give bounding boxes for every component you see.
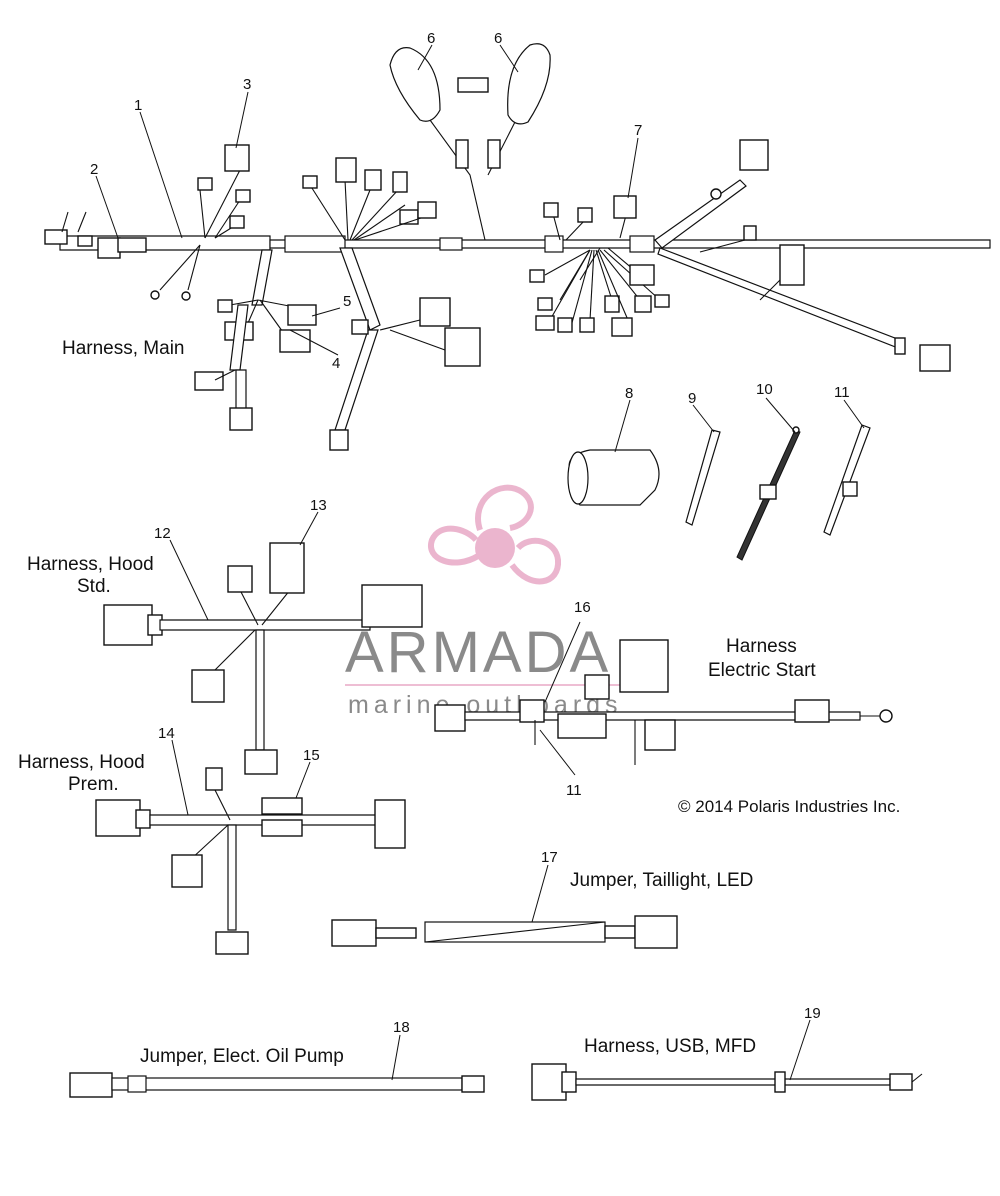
jumper-oil-pump-drawing (69, 1072, 485, 1098)
callout-6b: 6 (494, 30, 502, 47)
callout-19: 19 (804, 1005, 821, 1022)
harness-electric-start-drawing (434, 639, 893, 765)
part-11-drawing (823, 424, 871, 536)
label-harness-electric-start-line1: Harness (726, 636, 797, 657)
callout-7: 7 (634, 122, 642, 139)
watermark-brand: ARMADA (345, 620, 611, 685)
label-harness-hood-std-line1: Harness, Hood (27, 554, 154, 575)
jumper-taillight-drawing (331, 915, 678, 949)
harness-hood-std-drawing (103, 542, 423, 775)
callout-2: 2 (90, 161, 98, 178)
callout-10: 10 (756, 381, 773, 398)
label-harness-hood-prem-line1: Harness, Hood (18, 752, 145, 773)
watermark-logo (428, 484, 562, 585)
part-10-drawing (736, 426, 801, 561)
callout-5: 5 (343, 293, 351, 310)
callout-12: 12 (154, 525, 171, 542)
right-lower-cluster (529, 247, 670, 337)
label-jumper-taillight: Jumper, Taillight, LED (570, 870, 753, 891)
callout-leaders (95, 44, 865, 1081)
harness-hood-prem-drawing (95, 767, 406, 955)
label-harness-hood-std-line2: Std. (77, 576, 111, 597)
label-harness-hood-prem-line2: Prem. (68, 774, 119, 795)
callout-13: 13 (310, 497, 327, 514)
harness-usb-drawing (531, 1063, 923, 1101)
harness-main-drawing (44, 43, 991, 451)
label-harness-electric-start-line2: Electric Start (708, 660, 816, 681)
label-harness-usb: Harness, USB, MFD (584, 1036, 756, 1057)
callout-8: 8 (625, 385, 633, 402)
callout-numbers: 1 2 3 4 5 6 6 7 8 9 10 11 12 13 14 15 11… (90, 30, 850, 1036)
copyright-notice: © 2014 Polaris Industries Inc. (678, 797, 900, 816)
callout-6a: 6 (427, 30, 435, 47)
callout-18: 18 (393, 1019, 410, 1036)
callout-15: 15 (303, 747, 320, 764)
part-8-drawing (567, 449, 660, 506)
callout-4: 4 (332, 355, 340, 372)
callout-11b: 11 (566, 782, 582, 799)
label-jumper-oil-pump: Jumper, Elect. Oil Pump (140, 1046, 344, 1067)
callout-16: 16 (574, 599, 591, 616)
callout-3: 3 (243, 76, 251, 93)
callout-17: 17 (541, 849, 558, 866)
part-labels: Harness, Main Harness, Hood Std. Harness… (18, 338, 816, 1067)
callout-9: 9 (688, 390, 696, 407)
callout-11: 11 (834, 384, 850, 401)
callout-14: 14 (158, 725, 175, 742)
part-9-drawing (685, 429, 721, 526)
label-harness-main: Harness, Main (62, 338, 185, 359)
callout-1: 1 (134, 97, 142, 114)
